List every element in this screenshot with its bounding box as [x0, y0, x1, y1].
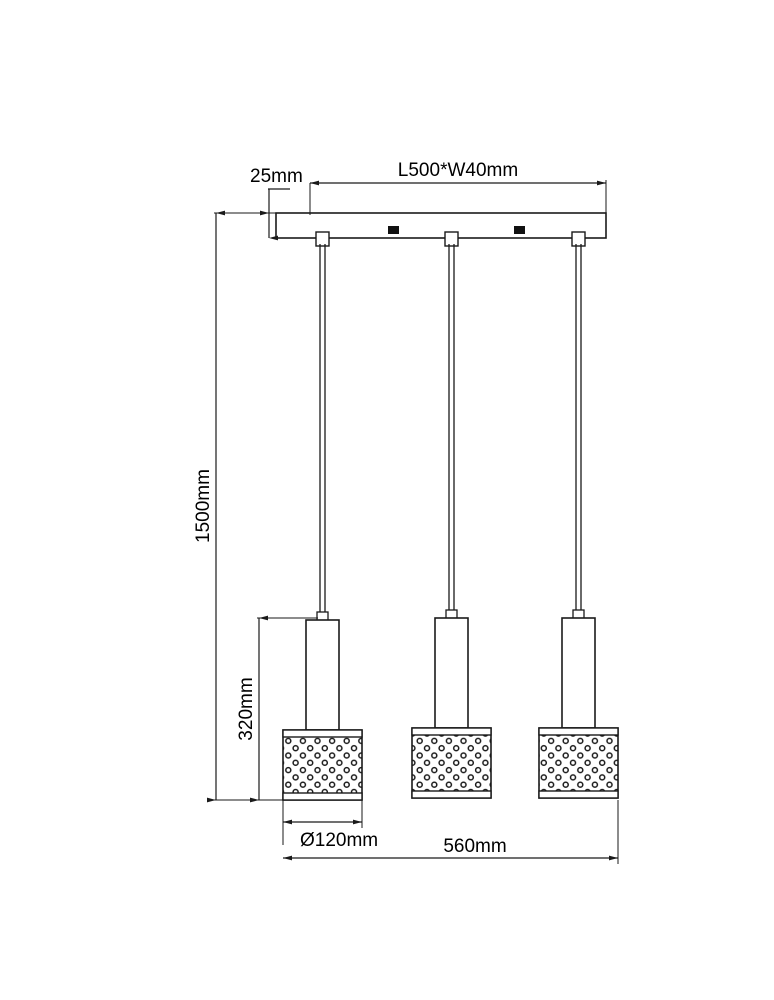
shade-right-bottom-rim — [538, 790, 619, 799]
shade-middle — [411, 727, 492, 799]
shade-right — [538, 727, 619, 799]
shade-left — [282, 729, 363, 801]
shade-right-top-rim — [538, 727, 619, 736]
cable-grip-left — [315, 231, 330, 247]
stem-tube-middle — [434, 617, 469, 729]
dim-label-shade-diameter: Ø120mm — [300, 830, 378, 851]
dimension-fixture-height: 320mm — [236, 615, 318, 803]
cable-grip-right — [571, 231, 586, 247]
shade-left-top-rim — [282, 729, 363, 738]
shade-left-bottom-rim — [282, 792, 363, 801]
dim-label-total-drop: 1500mm — [193, 469, 214, 543]
canopy-fixing-point-right — [514, 226, 525, 234]
pendant-left — [282, 231, 363, 801]
cable-grip-middle — [444, 231, 459, 247]
dimension-canopy-size: L500*W40mm — [309, 160, 607, 215]
dim-label-fixture-height: 320mm — [236, 677, 257, 740]
pendant-middle — [411, 231, 492, 799]
canopy-fixing-point-left — [388, 226, 399, 234]
shade-middle-bottom-rim — [411, 790, 492, 799]
stem-tube-left — [305, 619, 340, 731]
dimension-shade-diameter: Ø120mm — [282, 800, 378, 851]
shade-middle-top-rim — [411, 727, 492, 736]
dim-label-canopy-size: L500*W40mm — [398, 160, 518, 181]
stem-tube-right — [561, 617, 596, 729]
dimension-overall-width: 560mm — [283, 800, 619, 864]
pendant-right — [538, 231, 619, 799]
dim-label-canopy-thickness: 25mm — [250, 166, 303, 187]
dimension-total-drop: 1500mm — [193, 210, 330, 803]
dim-label-overall-width: 560mm — [443, 836, 506, 857]
